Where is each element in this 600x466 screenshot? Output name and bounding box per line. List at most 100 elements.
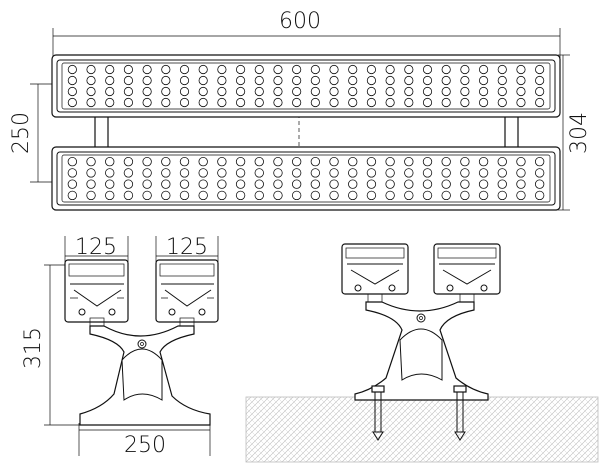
dimension-label-304: 304 [567,112,592,154]
led-dot [385,168,395,178]
led-dot [86,156,96,167]
led-dot [236,86,246,97]
led-dot [441,75,451,86]
led-dot [385,86,395,97]
dimension-module-spacing: 250 [9,83,56,183]
led-dot [460,179,470,189]
led-dot [460,190,470,201]
led-dot [273,179,283,189]
led-dot [535,64,545,75]
led-dot [478,168,489,178]
led-dot [348,75,358,86]
led-dot [86,75,96,86]
led-dot [217,156,227,167]
led-dot [404,75,414,86]
led-dot [86,64,96,75]
led-dot [441,97,451,108]
led-dot [441,64,451,75]
led-dot [67,156,78,167]
led-dot [179,64,190,75]
led-dot [404,156,414,167]
led-dot [105,97,115,108]
led-dot [198,179,208,189]
led-dot [86,190,96,201]
led-dot [478,179,489,189]
led-grid-top [67,64,545,108]
led-module-bottom [51,146,561,211]
led-dot [292,75,302,86]
led-dot [404,179,414,189]
led-dot [123,97,133,108]
led-module-top [51,54,561,118]
led-dot [329,168,339,178]
led-dot [329,156,339,167]
led-dot [291,179,302,189]
led-dot [236,97,246,108]
side-view: 125 125 315 [21,235,219,458]
led-dot [385,156,395,167]
mounting-stand [79,325,211,426]
led-dot [516,156,526,167]
led-dot [142,64,152,75]
led-dot [161,168,171,178]
led-dot [273,156,283,167]
led-dot [67,86,77,97]
led-dot [67,179,78,189]
led-dot [441,168,451,178]
led-dot [105,156,115,167]
led-dot [516,190,526,201]
led-dot [534,179,545,189]
led-dot [404,86,414,97]
led-dot [497,86,507,97]
dimension-label-250-vertical: 250 [9,112,34,154]
led-dot [254,190,264,201]
led-dot [142,156,152,167]
led-dot [273,64,283,75]
led-dot [460,86,470,97]
led-dot [161,86,171,97]
led-dot [273,168,283,178]
led-dot [422,97,433,108]
led-dot [217,86,227,97]
led-dot [179,75,190,86]
led-dot [329,190,339,201]
led-dot [235,179,246,189]
led-dot [404,64,414,75]
led-dot [86,86,96,97]
led-dot [198,86,208,97]
installed-head-right [433,243,501,303]
dimension-label-125-right: 125 [166,235,208,260]
led-dot [217,75,227,86]
led-dot [142,86,152,97]
led-dot [105,179,115,189]
led-dot [348,64,358,75]
led-dot [460,168,470,178]
led-dot [516,75,526,86]
led-dot [67,97,77,108]
led-dot [273,97,283,108]
led-dot [385,179,395,189]
dimension-label-600: 600 [279,9,321,34]
led-dot [105,190,115,201]
led-dot [497,156,507,167]
led-dot [497,190,507,201]
led-grid-bottom [67,156,545,201]
led-dot [179,190,190,201]
led-dot [123,190,134,201]
led-dot [366,64,377,75]
led-dot [516,64,526,75]
led-dot [179,97,190,108]
led-dot [366,190,377,201]
led-dot [422,168,433,178]
led-dot [329,179,339,189]
led-dot [179,168,190,178]
led-dot [273,75,283,86]
led-dot [348,179,358,189]
led-dot [105,75,115,86]
dimension-head-width-right: 125 [155,235,219,262]
led-dot [217,168,227,178]
led-dot [291,168,302,178]
led-dot [348,86,358,97]
led-dot [273,86,283,97]
